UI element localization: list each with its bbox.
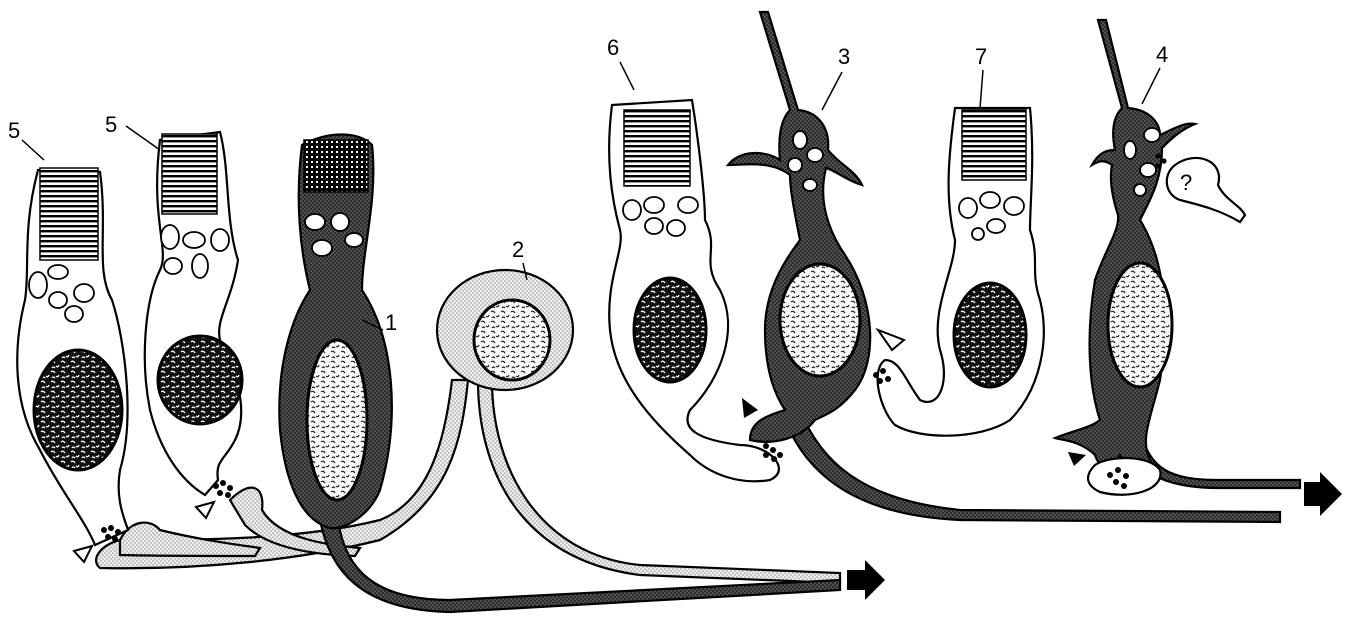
label-4: 4	[1156, 42, 1168, 67]
hair-cell-5b	[145, 132, 242, 498]
leader-line-4	[1142, 68, 1160, 104]
arrow-right-icon	[1304, 472, 1342, 516]
arrow-right-icon	[847, 560, 885, 600]
leader-line-3	[822, 72, 842, 110]
label-2: 2	[512, 237, 524, 262]
fiber-dark-cell-3	[785, 410, 1280, 522]
arrowhead-open-icon	[74, 546, 92, 562]
label-6: 6	[607, 35, 619, 60]
hair-cell-7	[873, 108, 1044, 436]
unknown-fiber	[1167, 158, 1245, 222]
label-5b: 5	[105, 112, 117, 137]
leader-line-5b	[126, 126, 160, 150]
label-7: 7	[975, 44, 987, 69]
leader-line-7	[980, 70, 983, 108]
ganglion-cell-2	[437, 270, 573, 390]
hair-cell-4	[1055, 20, 1195, 495]
leader-line-5a	[22, 140, 44, 160]
hair-cell-3	[728, 12, 870, 442]
arrowhead-filled-icon	[1068, 452, 1086, 466]
label-1: 1	[385, 310, 397, 335]
label-5a: 5	[8, 118, 20, 143]
leader-line-6	[620, 62, 634, 90]
label-question: ?	[1180, 170, 1192, 195]
arrowhead-open-icon	[878, 330, 904, 350]
hair-cell-1	[279, 134, 391, 528]
arrowhead-open-icon	[196, 502, 214, 518]
arrowhead-filled-icon	[742, 398, 758, 418]
label-3: 3	[838, 44, 850, 69]
fiber-dark-type1	[320, 520, 840, 612]
hair-cell-5a	[17, 168, 128, 545]
